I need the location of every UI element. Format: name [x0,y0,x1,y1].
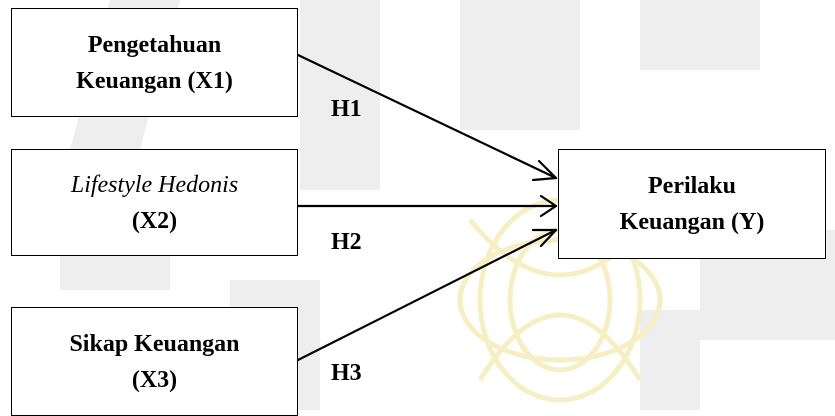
node-lifestyle-hedonis: Lifestyle Hedonis (X2) [11,149,298,256]
arrow-h1 [296,53,558,180]
node-x2-line2: (X2) [131,207,178,234]
node-pengetahuan-keuangan: Pengetahuan Keuangan (X1) [11,8,298,117]
node-x2-line1: Lifestyle Hedonis [70,171,239,198]
node-y-line2: Keuangan (Y) [619,209,765,235]
edge-label-h3: H3 [331,360,362,386]
arrow-h3 [296,228,558,362]
node-sikap-keuangan: Sikap Keuangan (X3) [11,307,298,416]
arrowhead-h3 [531,228,558,248]
node-x3-line1: Sikap Keuangan [69,330,240,357]
arrowhead-h2 [539,194,558,218]
node-x1-line1: Pengetahuan [87,31,222,58]
arrowhead-h1 [531,159,558,182]
node-x1-line2: Keuangan (X1) [76,67,233,94]
edge-label-h2: H2 [331,229,362,255]
node-perilaku-keuangan: Perilaku Keuangan (Y) [558,149,826,259]
edge-label-h1: H1 [331,96,362,122]
node-x3-line2: (X3) [131,366,178,393]
node-y-line1: Perilaku [648,173,736,199]
